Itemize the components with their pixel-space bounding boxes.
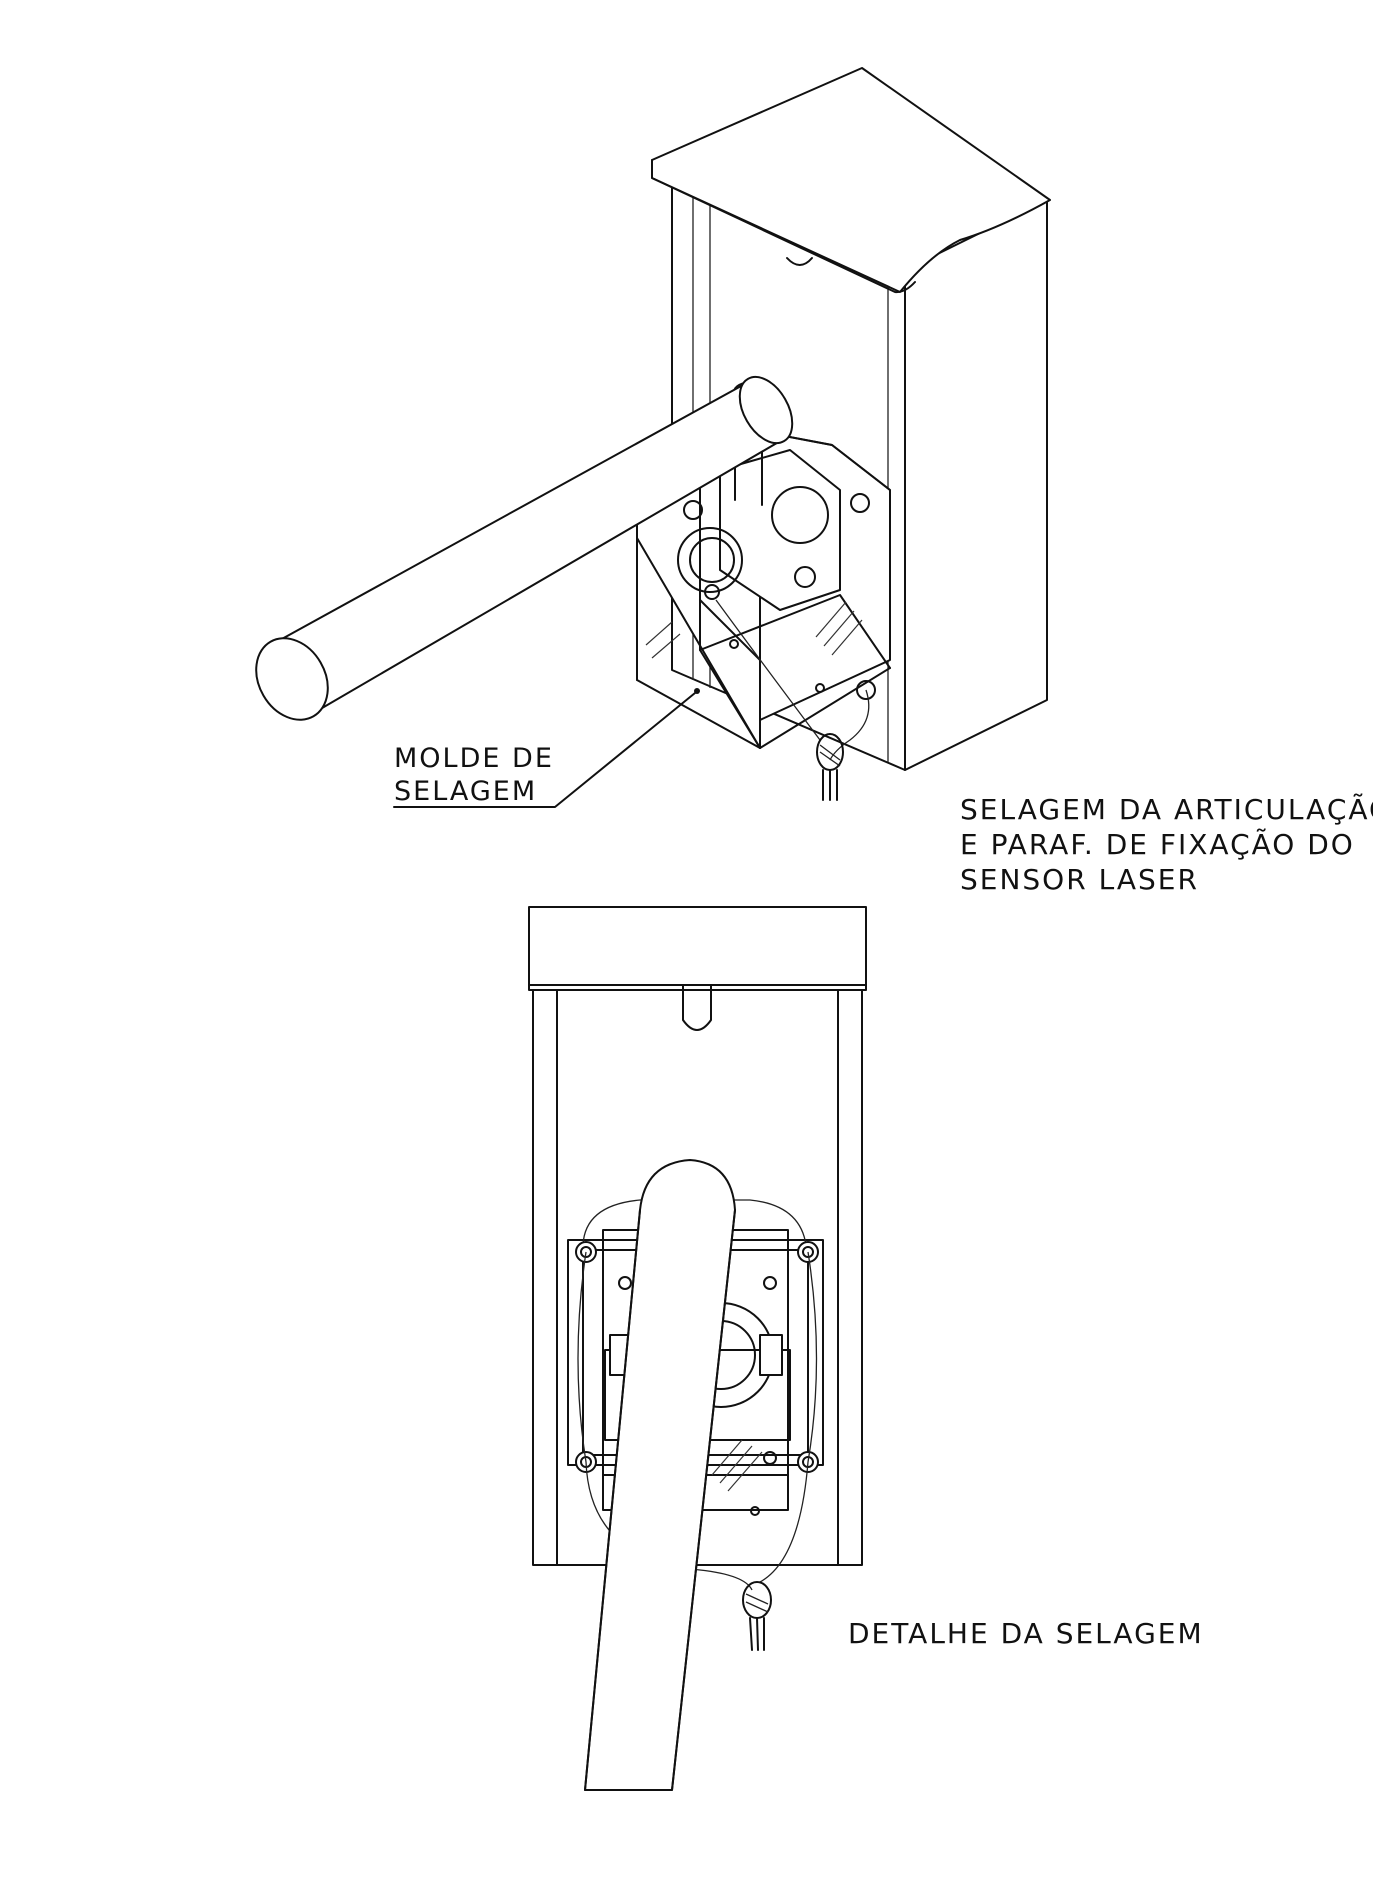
front-view xyxy=(528,906,867,1791)
top-view-caption: SELAGEM DA ARTICULAÇÃO E PARAF. DE FIXAÇ… xyxy=(960,792,1373,897)
bottom-view-caption: DETALHE DA SELAGEM xyxy=(848,1617,1204,1650)
molde-label-line-2: SELAGEM xyxy=(394,776,538,807)
isometric-view xyxy=(255,67,1051,808)
top-caption-line-1: SELAGEM DA ARTICULAÇÃO xyxy=(960,793,1373,826)
molde-leader-line xyxy=(393,688,700,808)
top-caption-line-3: SENSOR LASER xyxy=(960,863,1199,896)
isometric-cabinet-lid xyxy=(651,67,1051,294)
front-arm-tube xyxy=(584,1159,736,1791)
isometric-seal-box xyxy=(636,381,891,801)
molde-de-selagem-label: MOLDE DE SELAGEM xyxy=(394,742,554,808)
molde-label-line-1: MOLDE DE xyxy=(394,743,554,774)
isometric-arm-tube xyxy=(255,375,794,721)
top-caption-line-2: E PARAF. DE FIXAÇÃO DO xyxy=(960,828,1355,861)
